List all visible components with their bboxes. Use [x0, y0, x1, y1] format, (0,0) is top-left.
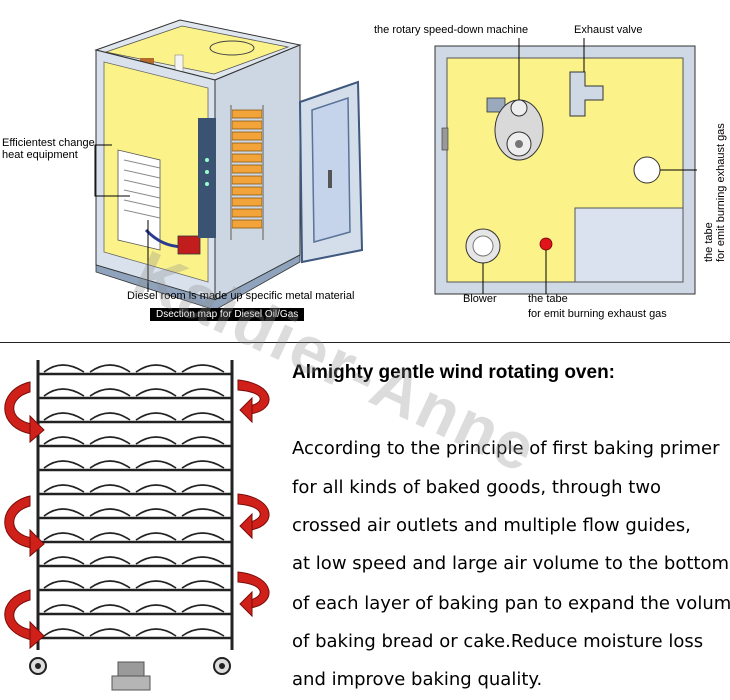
description-line-2: for all kinds of baked goods, through tw… [292, 477, 662, 498]
rack-shelves [38, 372, 232, 640]
description-line-7: and improve baking quality. [292, 669, 543, 690]
exhaust-tube-label-line1: the tabe [528, 293, 568, 305]
bread-arcs [43, 364, 225, 637]
exhaust-tube-label-line2: for emit burning exhaust gas [528, 308, 667, 320]
exhaust-tube-icon [539, 237, 553, 251]
heat-equipment-label-line2: heat equipment [2, 149, 78, 161]
description-title: Almighty gentle wind rotating oven: [292, 362, 615, 383]
diesel-room-label: Diesel room is made up specific metal ma… [127, 290, 355, 302]
description-line-6: of baking bread or cake.Reduce moisture … [292, 631, 704, 652]
side-exhaust-label-line1: the tabe [703, 222, 715, 262]
burner-icon [177, 235, 201, 255]
description-line-3: crossed air outlets and multiple flow gu… [292, 515, 691, 536]
description-line-1: According to the principle of first baki… [292, 438, 720, 459]
description-line-5: of each layer of baking pan to expand th… [292, 593, 730, 614]
section-divider [0, 342, 730, 343]
oven-cutaway-diagram [94, 19, 364, 311]
baking-rack [231, 109, 263, 229]
heat-equipment-label-line1: Efficientest change [2, 137, 95, 149]
side-exhaust-label-line2: for emit burning exhaust gas [715, 123, 727, 262]
side-exhaust-label: the tabe for emit burning exhaust gas [703, 62, 730, 262]
speed-down-label: the rotary speed-down machine [374, 24, 529, 36]
curved-arrow-icon [4, 379, 270, 650]
exhaust-valve-label: Exhaust valve [574, 24, 643, 36]
dsection-caption: Dsection map for Diesel Oil/Gas [150, 308, 305, 321]
top-section-diagram [434, 38, 697, 295]
exhaust-valve-icon [569, 71, 604, 117]
description-line-4: at low speed and large air volume to the… [292, 553, 730, 574]
blower-label: Blower [463, 293, 497, 305]
airflow-rack-diagram [4, 360, 270, 691]
exhaust-port-icon [633, 156, 661, 184]
